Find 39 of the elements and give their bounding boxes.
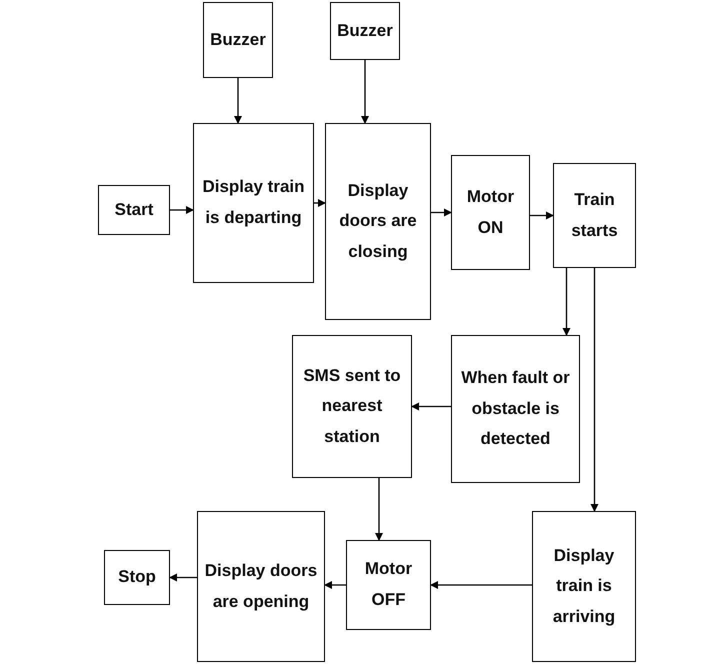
arrow — [530, 212, 554, 220]
process-box — [451, 155, 530, 270]
arrow — [590, 268, 598, 512]
arrow — [234, 78, 242, 124]
arrow — [170, 206, 194, 214]
arrow — [411, 402, 451, 410]
arrow — [324, 581, 346, 589]
arrow — [431, 208, 452, 216]
arrow — [375, 478, 383, 541]
arrow — [361, 60, 369, 124]
process-box — [203, 2, 273, 78]
box-text: Display doors are closing — [338, 180, 418, 263]
box-text: When fault or obstacle is detected — [460, 367, 571, 450]
box-text: Start — [114, 198, 154, 221]
process-box — [451, 335, 580, 483]
box-text: SMS sent to nearest station — [302, 364, 402, 448]
process-box — [346, 540, 431, 630]
box-text: Display train is departing — [201, 176, 306, 229]
process-box — [532, 511, 636, 662]
process-box — [553, 163, 636, 268]
process-box — [193, 123, 314, 283]
process-box — [292, 335, 412, 478]
process-box — [325, 123, 431, 320]
arrow — [314, 199, 326, 207]
process-box — [98, 185, 170, 235]
box-text: Buzzer — [337, 20, 393, 42]
box-text: Display train is arriving — [552, 544, 616, 628]
process-box — [197, 511, 325, 662]
box-text: Motor ON — [466, 186, 516, 238]
box-text: Train starts — [570, 188, 619, 242]
arrow — [562, 268, 570, 336]
box-text: Buzzer — [210, 28, 266, 51]
process-box — [104, 550, 170, 605]
box-text: Motor OFF — [364, 558, 414, 611]
arrow — [430, 581, 532, 589]
arrow — [169, 574, 197, 582]
box-text: Stop — [118, 566, 156, 588]
box-text: Display doors are opening — [204, 560, 318, 613]
process-box — [330, 2, 400, 60]
